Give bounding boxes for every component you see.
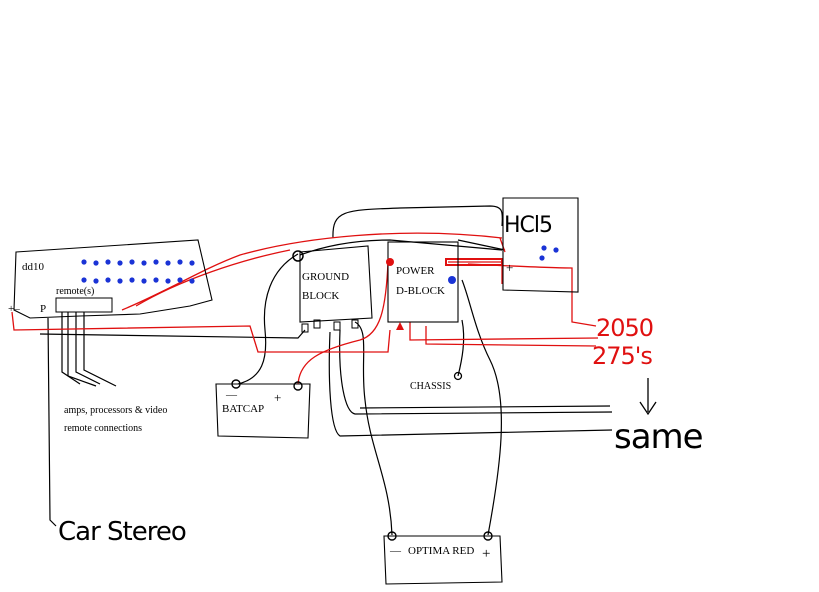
batcap-neg-terminal [231, 379, 241, 389]
power-block-blue-terminal [448, 276, 456, 284]
optima-box [383, 535, 503, 585]
red-wire-power-to-275 [425, 326, 597, 347]
ground-block-label-2: BLOCK [302, 290, 339, 302]
blue-dot [129, 277, 135, 283]
remote-note-line-1: amps, processors & video [64, 405, 167, 416]
remote-wire-1 [61, 312, 81, 385]
dd10-blue-dots [81, 259, 195, 284]
amp-2050-note: 2050 [596, 314, 653, 342]
wire-ground-to-batcap [237, 253, 299, 385]
wire-dd10-to-ground [39, 329, 306, 339]
dd10-box [13, 239, 213, 319]
car-stereo-note: Car Stereo [58, 517, 186, 547]
blue-dot [165, 260, 171, 266]
blue-dot [189, 260, 195, 266]
dd10-terminal-mark: +– [8, 303, 20, 315]
remote-note-line-2: remote connections [64, 423, 142, 434]
red-wire-to-batcap [297, 261, 389, 385]
batcap-box [215, 383, 311, 439]
blue-dot [129, 259, 135, 265]
blue-dot [141, 278, 147, 284]
red-wires [11, 232, 599, 385]
red-wire-dd10-long [11, 311, 391, 353]
blue-dot [105, 259, 111, 265]
blue-dot [177, 259, 183, 265]
hcl5-box [502, 197, 579, 293]
red-wire-power-to-2050 [409, 322, 599, 341]
chassis-terminal [453, 371, 463, 381]
blue-dot [153, 259, 159, 265]
wire-ground-same-2 [328, 331, 613, 437]
dd10-label: dd10 [22, 261, 45, 273]
dd10-p-mark: P [40, 303, 46, 315]
ground-block-terminals [301, 319, 359, 333]
hcl5-plus: + [506, 260, 513, 275]
chassis-label: CHASSIS [410, 381, 451, 392]
wire-car-stereo [47, 317, 57, 527]
wire-top-loop [332, 205, 503, 239]
optima-label: OPTIMA RED [408, 545, 474, 557]
power-block-red-terminal [386, 258, 394, 266]
wire-power-to-chassis [457, 319, 465, 377]
red-wire-power-h [467, 263, 597, 327]
blue-dot [153, 277, 159, 283]
blue-dot [165, 278, 171, 284]
blue-dot [105, 277, 111, 283]
remote-wire-4 [83, 312, 117, 387]
amp-275-note: 275's [592, 342, 652, 370]
batcap-label: BATCAP [222, 403, 264, 415]
wire-ground-same-1 [339, 329, 613, 415]
hcl5-label: HCl5 [504, 213, 552, 238]
remotes-label: remote(s) [56, 286, 94, 297]
batcap-plus: + [274, 390, 281, 405]
black-wires [39, 205, 613, 536]
hcl5-blue-dots [539, 245, 559, 261]
same-note: same [614, 417, 703, 457]
blue-dot [93, 260, 99, 266]
wire-power-to-optima [461, 279, 502, 536]
wire-bottom-1 [359, 405, 611, 409]
down-arrow [639, 378, 657, 416]
blue-dot [189, 278, 195, 284]
optima-neg-terminal [387, 531, 397, 541]
ground-block-top-terminal [292, 250, 304, 262]
blue-dot [117, 260, 123, 266]
wire-ground-to-optima [354, 321, 393, 536]
blue-dot [81, 277, 87, 283]
power-block-red-arrow [396, 322, 404, 330]
wire-power-hcl [457, 239, 506, 251]
ground-block-label-1: GROUND [302, 271, 349, 283]
remote-wire-2 [67, 312, 97, 387]
optima-plus: + [482, 546, 490, 562]
power-block-box [387, 241, 459, 323]
optima-pos-terminal [483, 531, 493, 541]
blue-dot [141, 260, 147, 266]
batcap-pos-terminal [293, 381, 303, 391]
red-fuse-bar [445, 258, 503, 266]
remotes-box [55, 297, 113, 313]
power-block-label-1: POWER [396, 265, 435, 277]
blue-dot [93, 278, 99, 284]
batcap-minus: — [225, 389, 238, 401]
ground-block-box [299, 245, 373, 323]
blue-dot [177, 277, 183, 283]
optima-minus: — [389, 545, 402, 557]
red-wire-dd10-arc [135, 249, 291, 307]
blue-dot [81, 259, 87, 265]
power-block-label-2: D-BLOCK [396, 285, 445, 297]
blue-dot [117, 278, 123, 284]
remote-wire-3 [75, 312, 101, 385]
